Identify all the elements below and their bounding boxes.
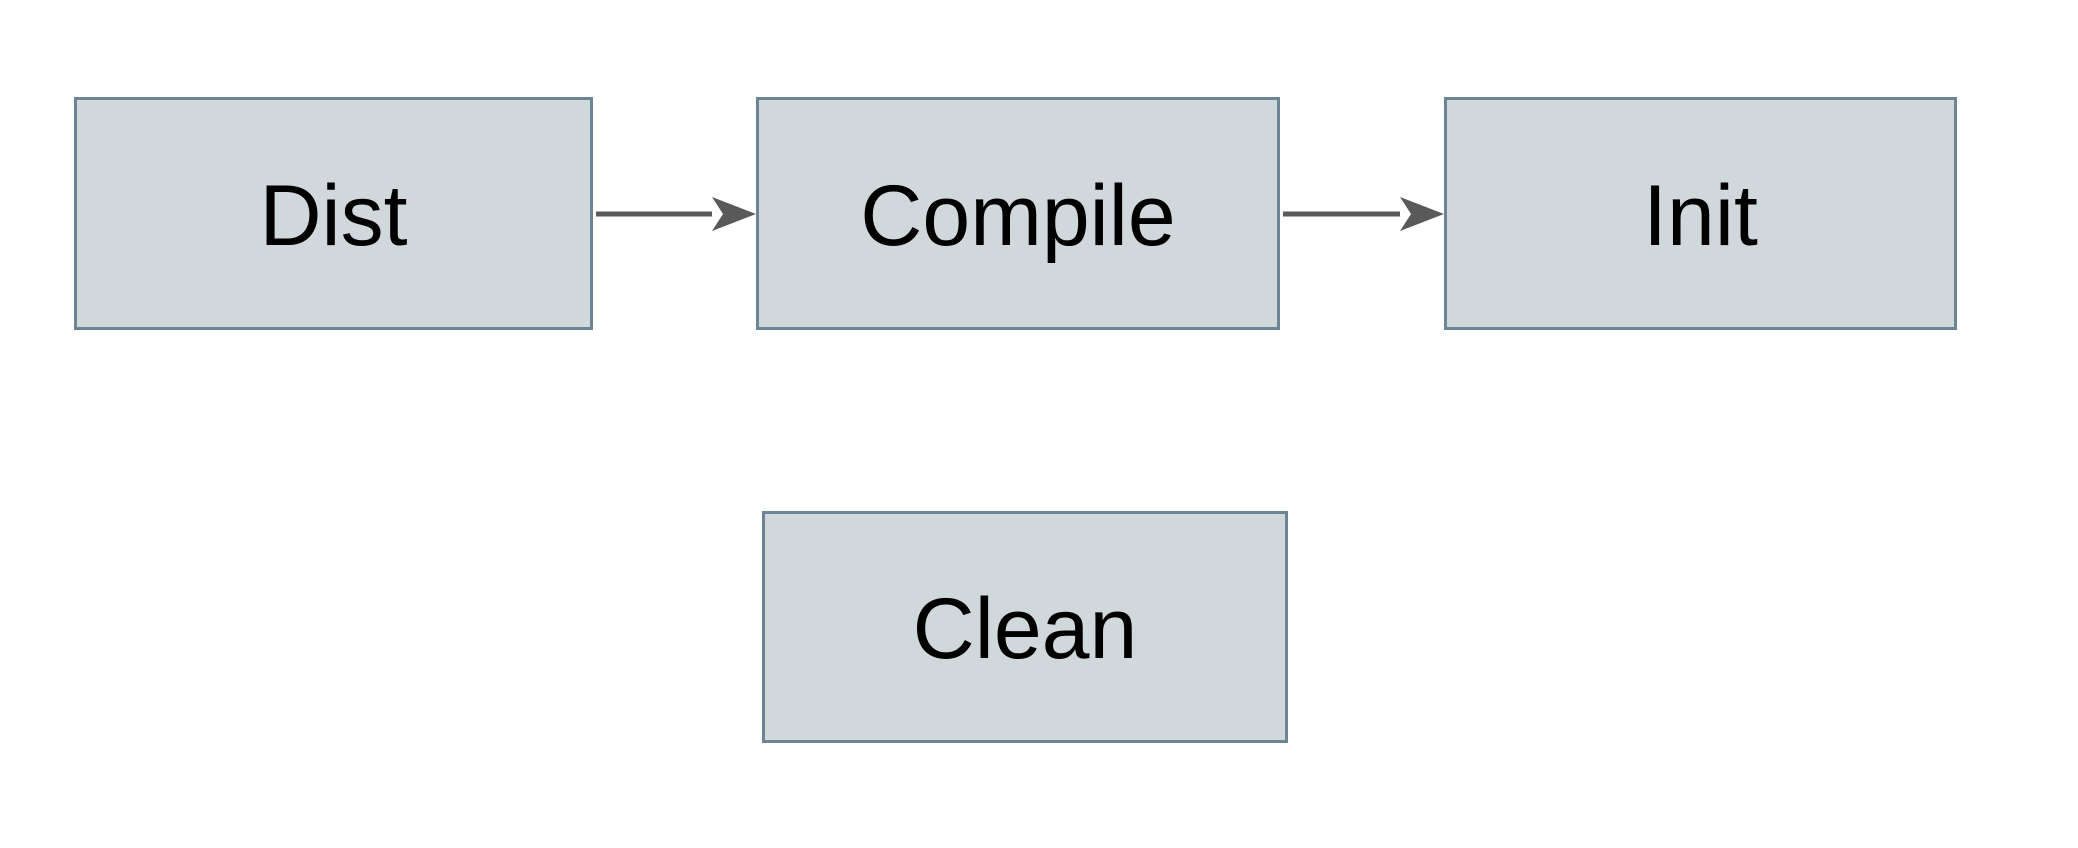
- node-compile: Compile: [756, 97, 1280, 330]
- node-dist: Dist: [74, 97, 593, 330]
- node-clean: Clean: [762, 511, 1288, 743]
- node-init-label: Init: [1643, 167, 1758, 264]
- node-dist-label: Dist: [259, 167, 408, 264]
- node-clean-label: Clean: [912, 581, 1138, 677]
- node-init: Init: [1444, 97, 1957, 330]
- node-compile-label: Compile: [860, 167, 1176, 264]
